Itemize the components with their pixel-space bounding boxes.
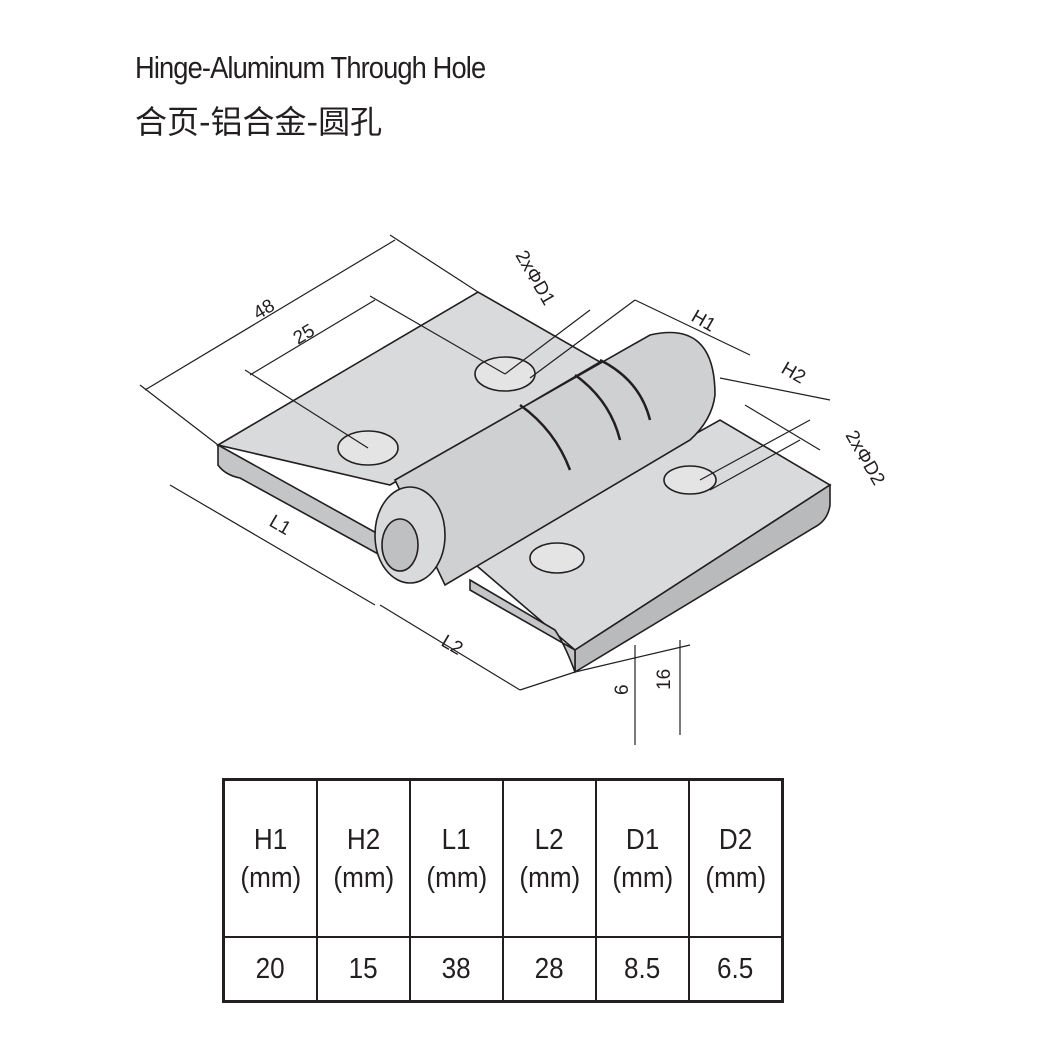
value-cell: 28 xyxy=(502,936,597,1003)
dim-H2: H2 xyxy=(778,358,810,388)
dim-H1: H1 xyxy=(688,306,720,336)
header-cell: D1(mm) xyxy=(595,778,690,938)
dim-48: 48 xyxy=(250,295,279,324)
table-header-row: H1(mm) H2(mm) L1(mm) L2(mm) D1(mm) D2(mm… xyxy=(222,778,784,938)
dim-L2: L2 xyxy=(438,631,467,660)
value-cell: 8.5 xyxy=(595,936,690,1003)
header-cell: L2(mm) xyxy=(502,778,597,938)
dim-25: 25 xyxy=(290,320,319,349)
dimension-lines xyxy=(139,234,831,745)
dim-2xD1: 2xΦD1 xyxy=(511,247,559,309)
title-english: Hinge-Aluminum Through Hole xyxy=(135,50,486,85)
header-cell: H2(mm) xyxy=(316,778,411,938)
dim-16: 16 xyxy=(654,669,675,690)
header-cell: D2(mm) xyxy=(688,778,784,938)
spec-table: H1(mm) H2(mm) L1(mm) L2(mm) D1(mm) D2(mm… xyxy=(222,778,784,1003)
dim-L1: L1 xyxy=(266,511,295,540)
value-cell: 6.5 xyxy=(688,936,784,1003)
value-cell: 38 xyxy=(409,936,504,1003)
hinge-body xyxy=(215,291,832,674)
value-cell: 15 xyxy=(316,936,411,1003)
dim-2xD2: 2xΦD2 xyxy=(841,427,889,489)
value-cell: 20 xyxy=(222,936,318,1003)
header-cell: L1(mm) xyxy=(409,778,504,938)
dim-6: 6 xyxy=(612,684,633,695)
header-cell: H1(mm) xyxy=(222,778,318,938)
title-chinese: 合页-铝合金-圆孔 xyxy=(135,103,383,141)
table-row: 20 15 38 28 8.5 6.5 xyxy=(222,936,784,1003)
